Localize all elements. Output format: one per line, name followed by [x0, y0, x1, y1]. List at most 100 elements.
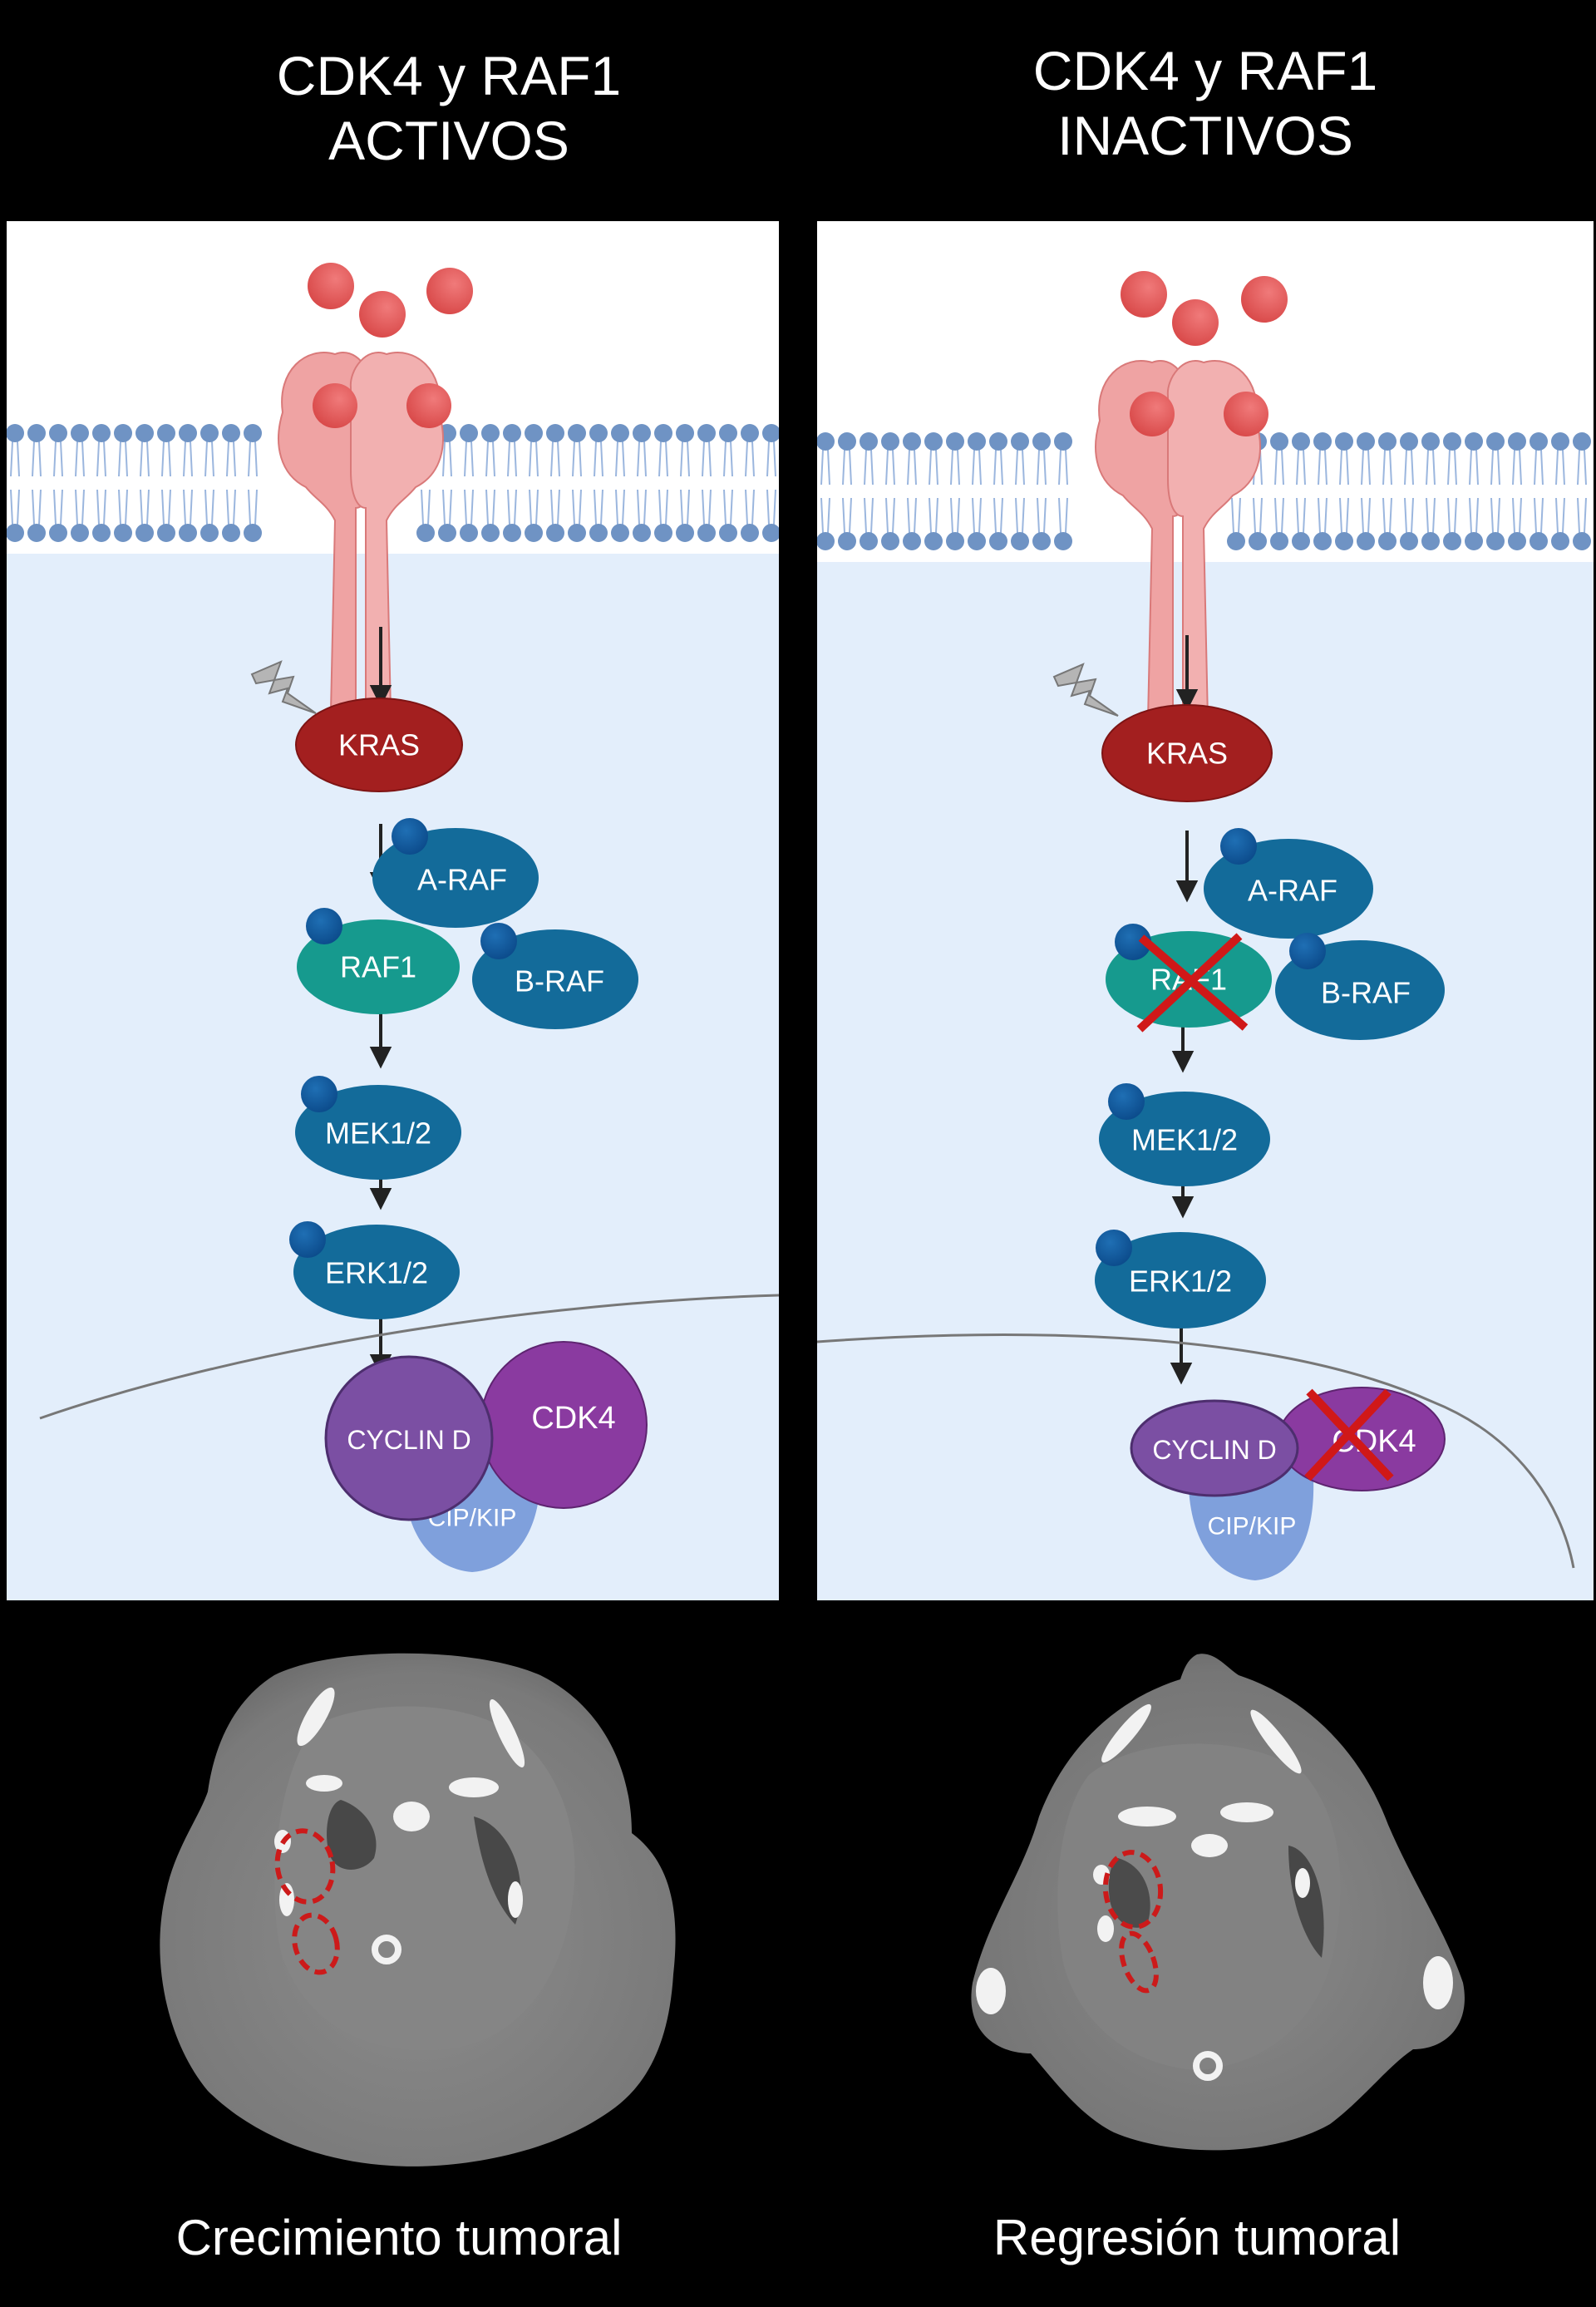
lipid-tail [950, 449, 953, 486]
lipid-head [838, 432, 856, 451]
lipid-tail [827, 449, 830, 486]
lipid-tail [972, 449, 975, 486]
lipid-head [1421, 432, 1440, 451]
lipid-tail [1475, 497, 1479, 534]
lipid-tail [658, 489, 662, 525]
lipid-tail [204, 489, 208, 525]
lipid-tail [643, 489, 647, 525]
lipid-head [1573, 532, 1591, 550]
lipid-head [525, 424, 543, 442]
lipid-tail [507, 441, 510, 477]
lipid-tail [1238, 497, 1241, 534]
lipid-tail [146, 441, 150, 477]
lipid-tail [1555, 449, 1559, 486]
lipid-head [1335, 432, 1353, 451]
free-ligands [1121, 271, 1288, 346]
lipid-tail [470, 441, 474, 477]
lipid-tail [1318, 497, 1321, 534]
lipid-tail [957, 497, 960, 534]
lipid-head [924, 532, 943, 550]
tumor-outline [1119, 1930, 1159, 1994]
lipid-tail [38, 441, 42, 477]
lipid-tail [226, 489, 229, 525]
lung-region [1108, 1858, 1150, 1928]
lipid-tail [1253, 497, 1256, 534]
braf-label: B-RAF [1321, 976, 1411, 1010]
lipid-tail [1577, 497, 1580, 534]
lipid-tail [1259, 497, 1263, 534]
lipid-tail [421, 489, 424, 525]
lipid-tail [1519, 449, 1522, 486]
lipid-tail [1043, 449, 1047, 486]
lipid-tail [1411, 497, 1414, 534]
lipid-head [460, 424, 478, 442]
lipid-tail [248, 489, 251, 525]
node-erk: ERK1/2 [289, 1221, 460, 1319]
lipid-tail [907, 449, 910, 486]
lipid-tail [1432, 497, 1436, 534]
lipid-tail [870, 497, 874, 534]
lipid-tail [1000, 449, 1003, 486]
lipid-head [697, 424, 716, 442]
lipid-head [946, 532, 964, 550]
lipid-tail [485, 441, 489, 477]
lipid-head [719, 524, 737, 542]
receptor [1095, 360, 1268, 762]
erk-label: ERK1/2 [325, 1256, 428, 1290]
lipid-tail [1490, 497, 1494, 534]
lipid-tail [118, 441, 121, 477]
lipid-head [1313, 432, 1332, 451]
tumor-outline [1102, 1850, 1164, 1930]
lipid-head [92, 524, 111, 542]
lipid-head [762, 524, 779, 542]
lipid-head [1443, 432, 1461, 451]
lipid-head [1443, 532, 1461, 550]
nuclear-membrane [39, 1294, 779, 1420]
lipid-tail [1346, 449, 1349, 486]
lipid-tail [1367, 449, 1371, 486]
lipid-tail [140, 441, 143, 477]
lipid-tail [600, 441, 603, 477]
lipid-tail [950, 497, 953, 534]
lipid-tail [53, 441, 57, 477]
lipid-head [416, 524, 435, 542]
lipid-tail [680, 441, 683, 477]
arrowhead [369, 685, 392, 707]
lipid-head [1249, 532, 1267, 550]
lipid-head [244, 424, 262, 442]
lipid-tail [993, 449, 997, 486]
lipid-tail [885, 449, 889, 486]
lipid-tail [572, 441, 575, 477]
lipid-head [1011, 532, 1029, 550]
lipid-tail [492, 489, 495, 525]
lipid-head [654, 424, 672, 442]
lipid-head [200, 424, 219, 442]
lipid-tail [579, 489, 582, 525]
lipid-tail [1584, 497, 1587, 534]
arrowhead [1171, 1051, 1195, 1073]
lipid-tail [723, 441, 727, 477]
lipid-tail [885, 497, 889, 534]
lipid-tail [442, 441, 446, 477]
lipid-head [654, 524, 672, 542]
lipid-tail [535, 489, 539, 525]
lipid-head [676, 524, 694, 542]
lipid-tail [1512, 449, 1515, 486]
lipid-tail [914, 449, 917, 486]
lipid-tail [665, 489, 668, 525]
lipid-head [1054, 432, 1072, 451]
phosphate-icon [301, 1076, 337, 1112]
lipid-tail [125, 441, 128, 477]
lipid-tail [1411, 449, 1414, 486]
lipid-head [1508, 532, 1526, 550]
lipid-tail [1339, 449, 1342, 486]
lipid-head [1378, 532, 1396, 550]
lipid-tail [687, 441, 690, 477]
lipid-tail [17, 441, 20, 477]
lipid-tail [1454, 449, 1457, 486]
lipid-head [1270, 532, 1288, 550]
lipid-tail [745, 489, 748, 525]
lipid-tail [161, 441, 165, 477]
right-pathway-diagram: KRAS A-RAF RAF1 B-RAF MEK1/2 ERK1/ [817, 221, 1594, 1600]
lipid-tail [702, 441, 705, 477]
